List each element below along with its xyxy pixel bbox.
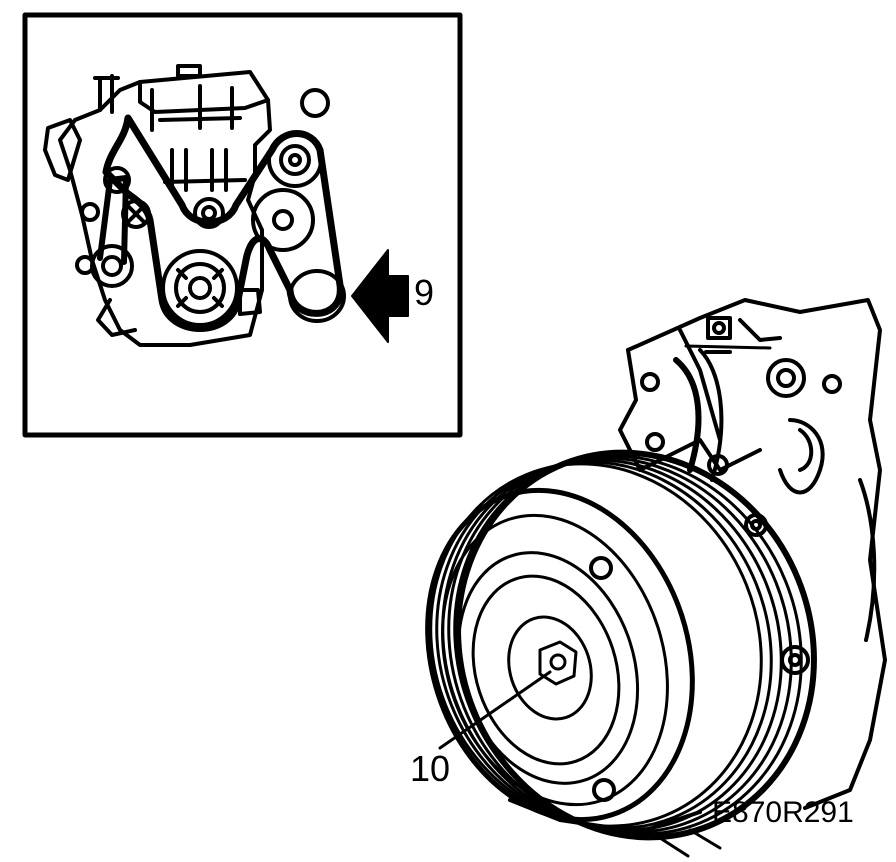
callout-label-10: 10 <box>410 748 451 789</box>
belt-route-arrow-icon <box>351 249 409 343</box>
inset-frame <box>22 12 463 438</box>
callout-leader-10 <box>438 670 552 750</box>
figure-code: E870R291 <box>712 796 854 829</box>
compressor-assembly <box>425 298 887 858</box>
inset-panel <box>22 12 463 438</box>
callout-label-9: 9 <box>414 272 435 313</box>
inset-belt <box>102 114 344 332</box>
hub-nut <box>538 640 578 686</box>
